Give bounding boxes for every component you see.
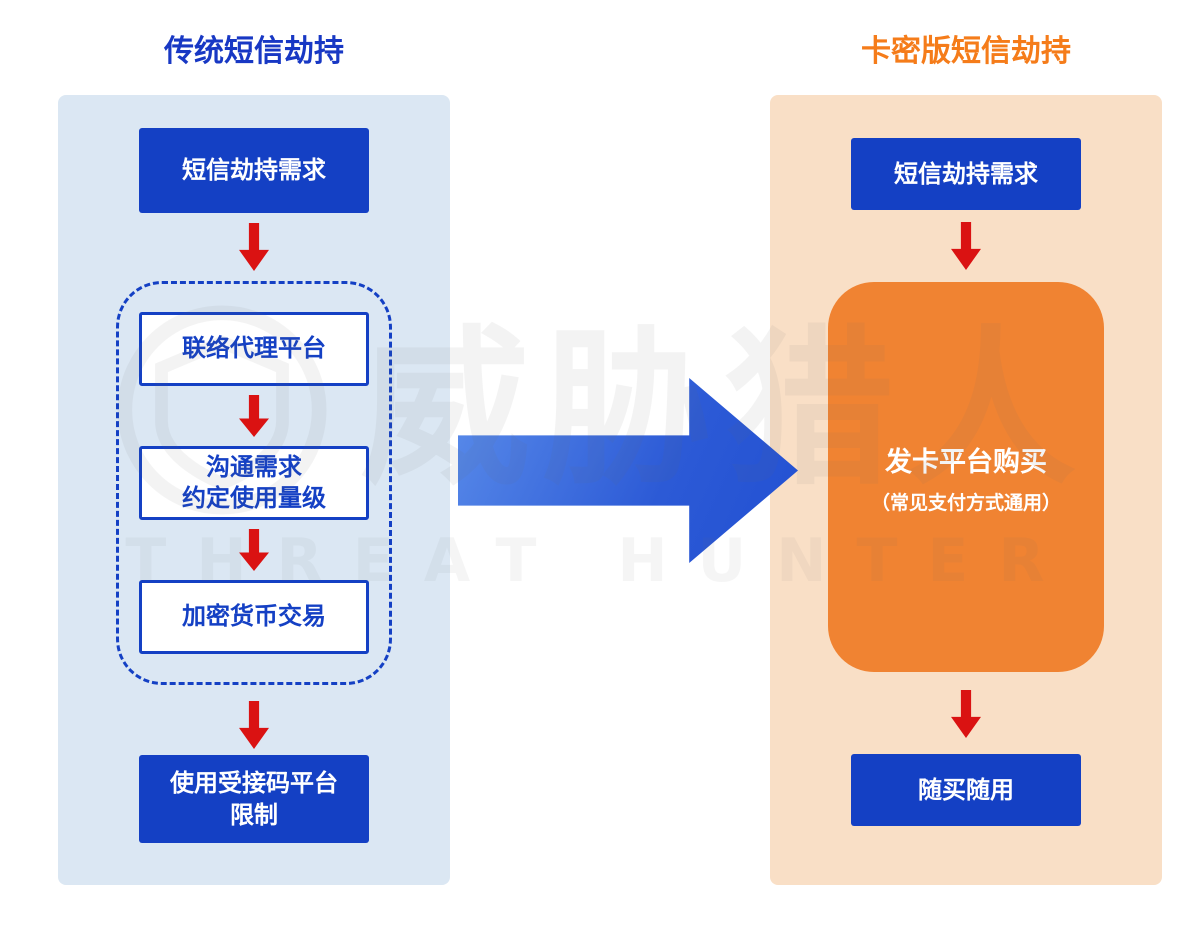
left-step-final-box: 使用受接码平台 限制 [139, 755, 369, 843]
right-step-demand-box: 短信劫持需求 [851, 138, 1081, 210]
step-crypto-trade-box: 加密货币交易 [139, 580, 369, 654]
right-flow-title: 卡密版短信劫持 [861, 34, 1071, 69]
card-platform-subtitle: （常见支付方式通用） [870, 491, 1061, 514]
down-arrow-icon [239, 395, 269, 437]
down-arrow-icon [951, 222, 981, 270]
down-arrow-icon [239, 529, 269, 571]
right-step-final-box: 随买随用 [851, 754, 1081, 826]
step-negotiate-usage-box: 沟通需求 约定使用量级 [139, 446, 369, 520]
right-arrow-icon [458, 378, 798, 563]
down-arrow-icon [239, 701, 269, 749]
down-arrow-icon [951, 690, 981, 738]
left-step-demand-box: 短信劫持需求 [139, 128, 369, 213]
step-contact-agent-box: 联络代理平台 [139, 312, 369, 386]
left-flow-title: 传统短信劫持 [164, 34, 344, 69]
card-platform-title: 发卡平台购买 [885, 446, 1047, 478]
left-flow-panel: 短信劫持需求 联络代理平台 沟通需求 约定使用量级 加密货币交易 使用受接码平台… [58, 95, 450, 885]
right-flow-panel: 短信劫持需求 发卡平台购买 （常见支付方式通用） 随买随用 [770, 95, 1162, 885]
card-platform-purchase-box: 发卡平台购买 （常见支付方式通用） [828, 282, 1104, 672]
down-arrow-icon [239, 223, 269, 271]
left-dashed-phase-group: 联络代理平台 沟通需求 约定使用量级 加密货币交易 [116, 281, 392, 685]
